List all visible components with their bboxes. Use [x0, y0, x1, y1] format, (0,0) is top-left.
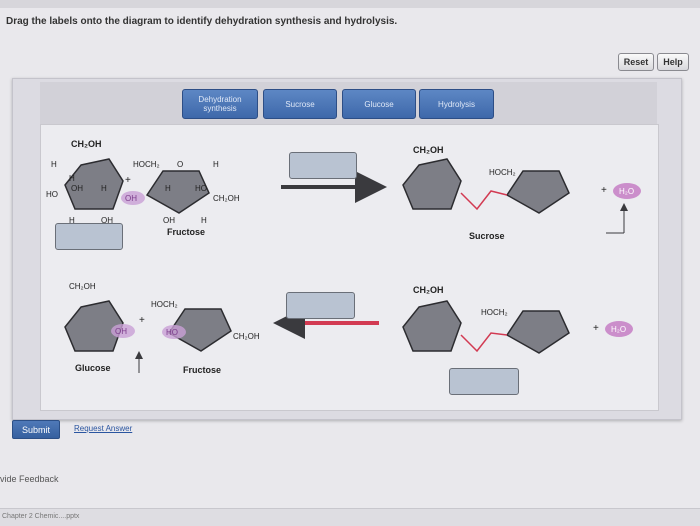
top-glucose-h3: H [101, 184, 107, 193]
instruction-text: Drag the labels onto the diagram to iden… [6, 16, 398, 27]
top-product-name: Sucrose [469, 231, 505, 241]
top-glucose-ch2oh: CH₂OH [71, 139, 102, 149]
drop-target-top-arrow[interactable] [289, 152, 357, 179]
top-glucose-h5: H [69, 216, 75, 225]
bottom-fructose-name: Fructose [183, 365, 221, 375]
top-product-fructose-ring [505, 170, 570, 214]
download-file-item[interactable]: Chapter 2 Chemic....pptx [2, 513, 80, 520]
bottom-oh-highlight [111, 324, 135, 338]
bottom-glucose-name: Glucose [75, 363, 111, 373]
bottom-oh-label: OH [115, 327, 127, 336]
bottom-fructose-ch2oh: CH₂OH [233, 332, 260, 341]
top-fructose-hoch2: HOCH₂ [133, 160, 160, 169]
label-sucrose[interactable]: Sucrose [263, 89, 337, 119]
top-water-highlight [613, 183, 641, 199]
top-fructose-ring [145, 170, 210, 214]
bottom-ho-highlight [162, 325, 186, 339]
top-bar [0, 0, 700, 8]
submit-button[interactable]: Submit [12, 420, 60, 439]
top-fructose-name: Fructose [167, 227, 205, 237]
top-product-hoch2: HOCH₂ [489, 168, 516, 177]
top-glycosidic-bond [460, 190, 508, 211]
bottom-product-fructose-ring [505, 310, 570, 354]
top-glucose-ring [64, 158, 124, 210]
bottom-plus: + [139, 315, 145, 326]
bottom-glycosidic-bond [460, 332, 508, 353]
top-glucose-oh2: OH [101, 216, 113, 225]
top-glucose-ho: HO [46, 190, 58, 199]
top-fructose-oh: OH [163, 216, 175, 225]
drop-target-bottom-arrow[interactable] [286, 292, 355, 319]
bottom-glucose-ring [64, 300, 124, 352]
bottom-ho-label: HO [166, 328, 178, 337]
bottom-product-hoch2: HOCH₂ [481, 308, 508, 317]
top-product-ch2oh: CH₂OH [413, 145, 444, 155]
top-fructose-h3: H [201, 216, 207, 225]
bottom-water-label: H₂O [611, 325, 626, 334]
top-fructose-h1: H [213, 160, 219, 169]
request-answer-link[interactable]: Request Answer [74, 424, 133, 433]
top-plus: + [125, 175, 131, 186]
label-dehydration-synthesis[interactable]: Dehydration synthesis [182, 89, 258, 119]
bottom-water-plus: + [593, 323, 599, 334]
help-button[interactable]: Help [657, 53, 689, 71]
top-fructose-ho: HO [195, 184, 207, 193]
top-product-glucose-ring [402, 158, 462, 210]
top-water-plus: + [601, 185, 607, 196]
top-fructose-h2: H [165, 184, 171, 193]
top-glucose-h2: H [69, 174, 75, 183]
feedback-link[interactable]: vide Feedback [0, 474, 59, 484]
reaction-diagram: CH₂OH H H OH H HO H OH OH + HOCH₂ O H H … [40, 124, 659, 411]
bottom-product-ch2oh: CH₂OH [413, 285, 444, 295]
drop-target-top-left[interactable] [55, 223, 123, 250]
reset-button[interactable]: Reset [618, 53, 654, 71]
download-bar [0, 508, 700, 526]
bottom-product-glucose-ring [402, 300, 462, 352]
top-oh-label: OH [125, 194, 137, 203]
top-water-label: H₂O [619, 187, 634, 196]
bottom-fructose-ring [167, 308, 232, 352]
bottom-fructose-hoch2: HOCH₂ [151, 300, 178, 309]
label-glucose[interactable]: Glucose [342, 89, 416, 119]
top-fructose-ch2oh: CH₂OH [213, 194, 240, 203]
top-oh-highlight [121, 191, 145, 205]
drop-target-bottom-right[interactable] [449, 368, 519, 395]
top-glucose-h1: H [51, 160, 57, 169]
molecule-drawing: CH₂OH H H OH H HO H OH OH + HOCH₂ O H H … [46, 139, 641, 375]
label-hydrolysis[interactable]: Hydrolysis [419, 89, 494, 119]
top-fructose-o: O [177, 160, 183, 169]
top-glucose-oh1: OH [71, 184, 83, 193]
bottom-water-highlight [605, 321, 633, 337]
bottom-glucose-ch2oh: CH₂OH [69, 282, 96, 291]
